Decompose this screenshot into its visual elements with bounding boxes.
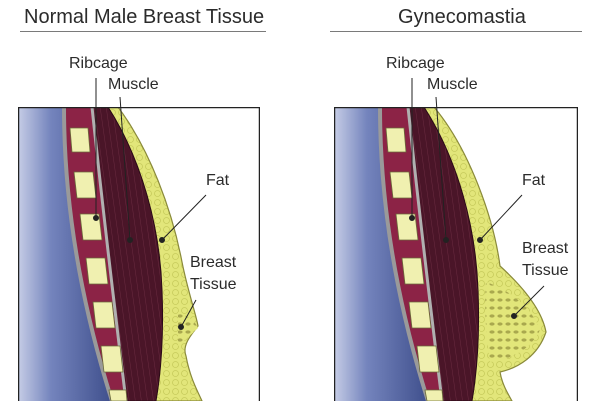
left-label-breast: Breast bbox=[190, 254, 237, 271]
left-title-underline bbox=[20, 31, 266, 32]
left-label-ribcage: Ribcage bbox=[69, 55, 128, 72]
rib-cartilage-blocks bbox=[385, 127, 444, 401]
body-interior bbox=[334, 107, 428, 401]
left-panel-illustration bbox=[18, 107, 260, 401]
body-interior bbox=[18, 107, 112, 401]
right-panel-illustration bbox=[334, 107, 578, 401]
pleura-line bbox=[62, 107, 114, 401]
right-label-breast: Breast bbox=[522, 240, 569, 257]
right-label-ribcage: Ribcage bbox=[386, 55, 445, 72]
pleura-line bbox=[378, 107, 430, 401]
right-label-tissue: Tissue bbox=[522, 262, 569, 279]
left-leader-lines bbox=[93, 78, 207, 330]
right-label-fat: Fat bbox=[522, 172, 546, 189]
left-label-fat: Fat bbox=[206, 172, 230, 189]
left-label-tissue: Tissue bbox=[190, 276, 237, 293]
left-panel-title: Normal Male Breast Tissue bbox=[24, 6, 265, 28]
breast-tissue bbox=[178, 312, 198, 346]
right-panel-title: Gynecomastia bbox=[398, 6, 526, 28]
right-label-muscle: Muscle bbox=[427, 76, 478, 93]
right-leader-lines bbox=[409, 78, 545, 319]
right-title-underline bbox=[330, 31, 582, 32]
breast-tissue bbox=[485, 282, 540, 362]
left-label-muscle: Muscle bbox=[108, 76, 159, 93]
